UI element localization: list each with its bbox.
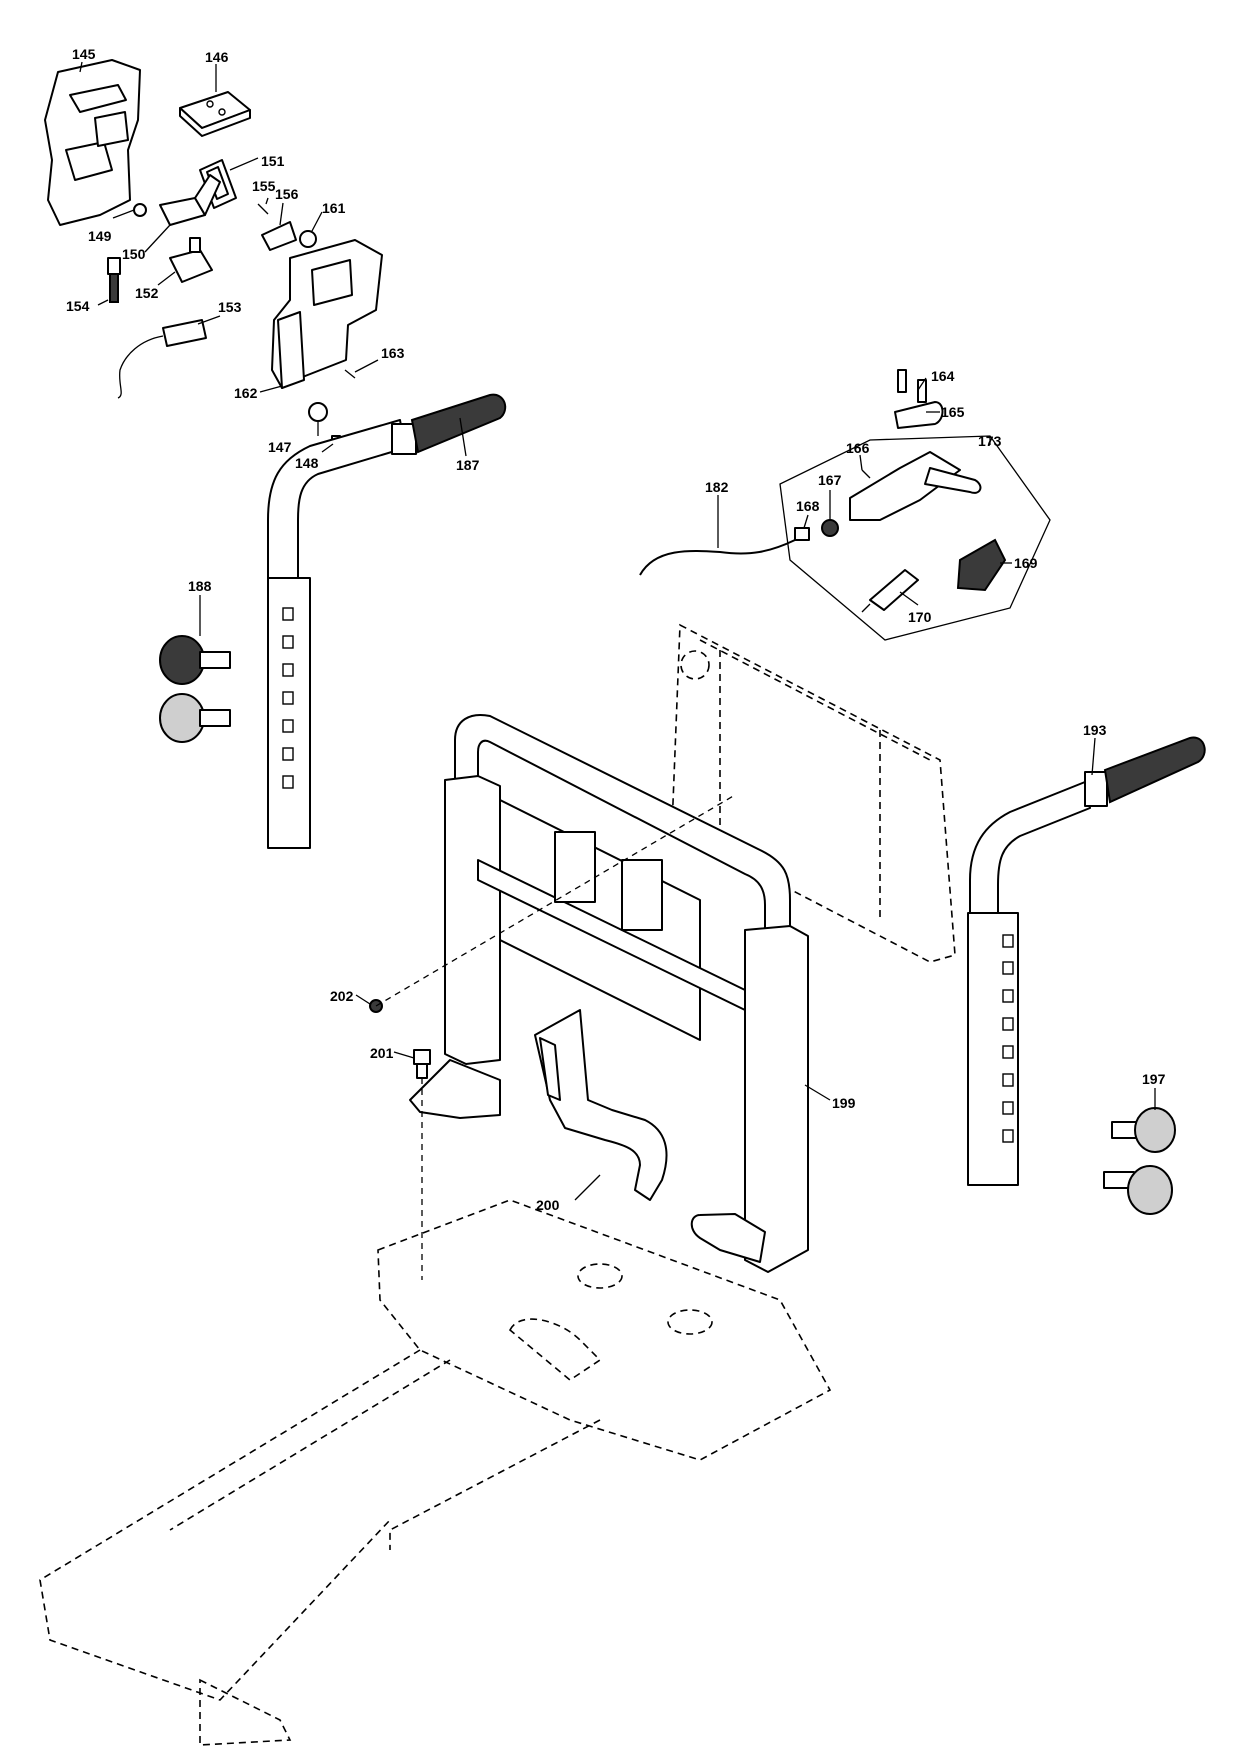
part-156-lever: [261, 221, 297, 251]
part-164-screws: [897, 369, 927, 403]
callout-202: 202: [330, 988, 354, 1004]
callout-146: 146: [205, 49, 229, 65]
callout-188: 188: [188, 578, 212, 594]
part-173-lever-body: [849, 451, 982, 521]
callout-164: 164: [931, 368, 955, 384]
part-154-spring-pin: [107, 257, 121, 303]
callout-149: 149: [88, 228, 112, 244]
part-147-cable-clamp: [308, 402, 328, 422]
callout-165: 165: [941, 404, 965, 420]
part-199-main-frame: [444, 714, 809, 1273]
callout-169: 169: [1014, 555, 1038, 571]
part-201-bracket: [409, 1059, 501, 1119]
callout-153: 153: [218, 299, 242, 315]
part-149-clip: [133, 203, 147, 217]
part-197-knob-pair: [1103, 1107, 1176, 1215]
callout-145: 145: [72, 46, 96, 62]
part-162-rear-housing: [271, 239, 383, 389]
part-200-mount: [534, 1009, 668, 1201]
part-152-switch: [169, 237, 213, 283]
part-167-spring: [821, 519, 839, 537]
callout-187: 187: [456, 457, 480, 473]
part-150-switch-bracket: [159, 174, 221, 226]
callout-147: 147: [268, 439, 292, 455]
callout-170: 170: [908, 609, 932, 625]
callout-156: 156: [275, 186, 299, 202]
callout-167: 167: [818, 472, 842, 488]
part-161-cap: [299, 230, 317, 248]
callout-199: 199: [832, 1095, 856, 1111]
callout-163: 163: [381, 345, 405, 361]
part-155-screw: [257, 203, 269, 215]
part-188-knob-pair: [159, 635, 231, 743]
callout-182: 182: [705, 479, 729, 495]
part-145-housing-front: [44, 59, 141, 226]
callout-201: 201: [370, 1045, 394, 1061]
callout-155: 155: [252, 178, 276, 194]
callout-151: 151: [261, 153, 285, 169]
callout-197: 197: [1142, 1071, 1166, 1087]
part-182-throttle-cable: [639, 539, 796, 576]
part-146-cover-plate: [179, 91, 251, 137]
part-187-left-handle: [267, 393, 507, 849]
callout-labels: 145 146 151 155 156 161 149 150 154 152 …: [66, 46, 1166, 1213]
part-201-bolt: [413, 1049, 431, 1079]
callout-166: 166: [846, 440, 870, 456]
callout-200: 200: [536, 1197, 560, 1213]
callout-150: 150: [122, 246, 146, 262]
callout-168: 168: [796, 498, 820, 514]
part-153-cable-connector: [117, 319, 207, 399]
part-165-clamp: [894, 401, 944, 429]
part-169-grip-cover: [956, 538, 1007, 592]
part-173-lever-assembly-group: [779, 435, 1051, 641]
ghost-battery-panel: [671, 623, 956, 963]
callout-148: 148: [295, 455, 319, 471]
part-163-screw: [344, 369, 356, 379]
part-170-cable-end: [861, 569, 919, 613]
ghost-base-frame: [39, 1199, 832, 1746]
callout-173: 173: [978, 433, 1002, 449]
part-166-screw: [861, 469, 871, 479]
callout-193: 193: [1083, 722, 1107, 738]
callout-154: 154: [66, 298, 90, 314]
leader-lines: [79, 61, 1156, 1280]
part-168-nut: [794, 527, 810, 541]
callout-161: 161: [322, 200, 346, 216]
callout-162: 162: [234, 385, 258, 401]
callout-152: 152: [135, 285, 159, 301]
part-193-right-handle: [967, 736, 1206, 1186]
